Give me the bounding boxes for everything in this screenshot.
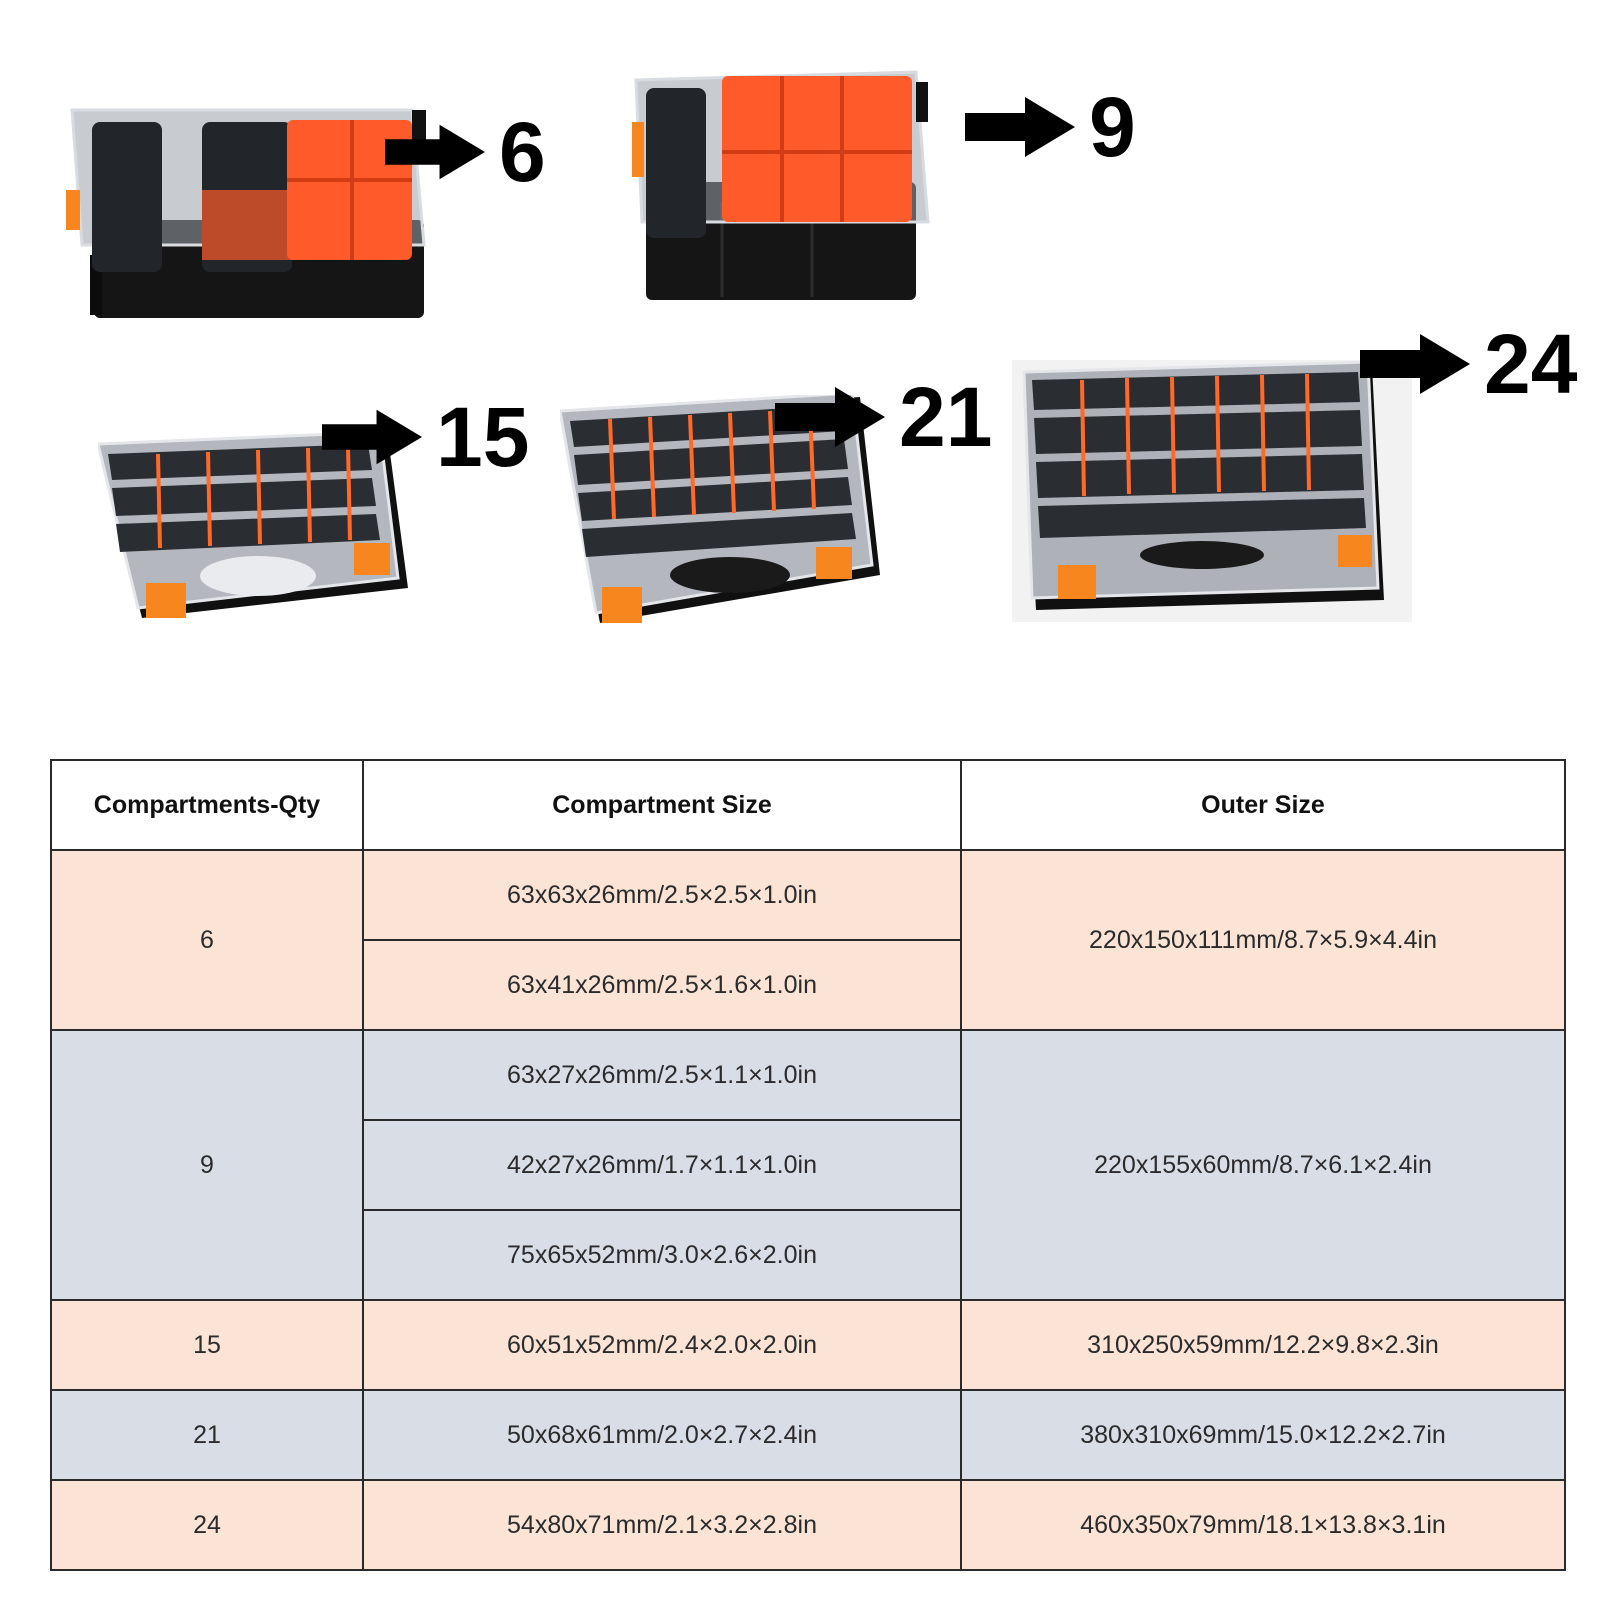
qty-callout-21: 21 [775, 375, 992, 459]
compartment-size-cell: 63x27x26mm/2.5×1.1×1.0in [362, 1029, 962, 1121]
qty-label-6: 6 [499, 105, 546, 199]
arrow-right-icon [965, 97, 1075, 157]
table-header-row: Compartments-Qty Compartment Size Outer … [50, 759, 1566, 851]
table-row: 24 54x80x71mm/2.1×3.2×2.8in 460x350x79mm… [50, 1479, 1566, 1571]
qty-cell: 24 [50, 1479, 364, 1571]
header-compartments-qty: Compartments-Qty [50, 759, 364, 851]
compartment-size-cell: 42x27x26mm/1.7×1.1×1.0in [362, 1119, 962, 1211]
compartment-size-cell: 63x41x26mm/2.5×1.6×1.0in [362, 939, 962, 1031]
outer-size-cell: 220x150x111mm/8.7×5.9×4.4in [960, 849, 1566, 1031]
arrow-right-icon [775, 387, 885, 447]
arrow-right-icon [322, 407, 422, 467]
table-row: 21 50x68x61mm/2.0×2.7×2.4in 380x310x69mm… [50, 1389, 1566, 1481]
table-row: 63x41x26mm/2.5×1.6×1.0in [51, 939, 1565, 1031]
product-images: 6 9 [0, 0, 1600, 680]
compartment-size-cell: 60x51x52mm/2.4×2.0×2.0in [362, 1299, 962, 1391]
table-row: 42x27x26mm/1.7×1.1×1.0in [51, 1119, 1565, 1211]
qty-callout-6: 6 [385, 110, 546, 194]
qty-label-9: 9 [1089, 80, 1136, 174]
organizer-box-24-image [1012, 360, 1412, 622]
qty-cell: 15 [50, 1299, 364, 1391]
header-outer-size: Outer Size [960, 759, 1566, 851]
table-row: 9 63x27x26mm/2.5×1.1×1.0in 220x155x60mm/… [50, 1029, 1566, 1301]
arrow-right-icon [385, 122, 485, 182]
qty-cell: 9 [50, 1029, 364, 1301]
compartment-size-cell: 50x68x61mm/2.0×2.7×2.4in [362, 1389, 962, 1481]
specifications-table: Compartments-Qty Compartment Size Outer … [50, 759, 1566, 1571]
table-row: 6 63x63x26mm/2.5×2.5×1.0in 220x150x111mm… [50, 849, 1566, 1031]
compartment-size-cell: 63x63x26mm/2.5×2.5×1.0in [362, 849, 962, 941]
organizer-box-6-image [62, 70, 442, 330]
organizer-box-21-image [560, 395, 900, 630]
outer-size-cell: 310x250x59mm/12.2×9.8×2.3in [960, 1299, 1566, 1391]
outer-size-cell: 380x310x69mm/15.0×12.2×2.7in [960, 1389, 1566, 1481]
qty-label-21: 21 [899, 370, 993, 464]
arrow-right-icon [1360, 334, 1470, 394]
qty-label-15: 15 [436, 390, 530, 484]
compartment-size-cell: 75x65x52mm/3.0×2.6×2.0in [362, 1209, 962, 1301]
organizer-box-15-image [98, 418, 418, 628]
qty-label-24: 24 [1484, 317, 1578, 411]
table-row: 15 60x51x52mm/2.4×2.0×2.0in 310x250x59mm… [50, 1299, 1566, 1391]
header-compartment-size: Compartment Size [362, 759, 962, 851]
table-row: 75x65x52mm/3.0×2.6×2.0in [51, 1209, 1565, 1301]
qty-cell: 21 [50, 1389, 364, 1481]
outer-size-cell: 220x155x60mm/8.7×6.1×2.4in [960, 1029, 1566, 1301]
organizer-box-9-image [632, 52, 932, 307]
qty-callout-9: 9 [965, 85, 1136, 169]
outer-size-cell: 460x350x79mm/18.1×13.8×3.1in [960, 1479, 1566, 1571]
qty-cell: 6 [50, 849, 364, 1031]
qty-callout-15: 15 [322, 395, 529, 479]
qty-callout-24: 24 [1360, 322, 1577, 406]
compartment-size-cell: 54x80x71mm/2.1×3.2×2.8in [362, 1479, 962, 1571]
